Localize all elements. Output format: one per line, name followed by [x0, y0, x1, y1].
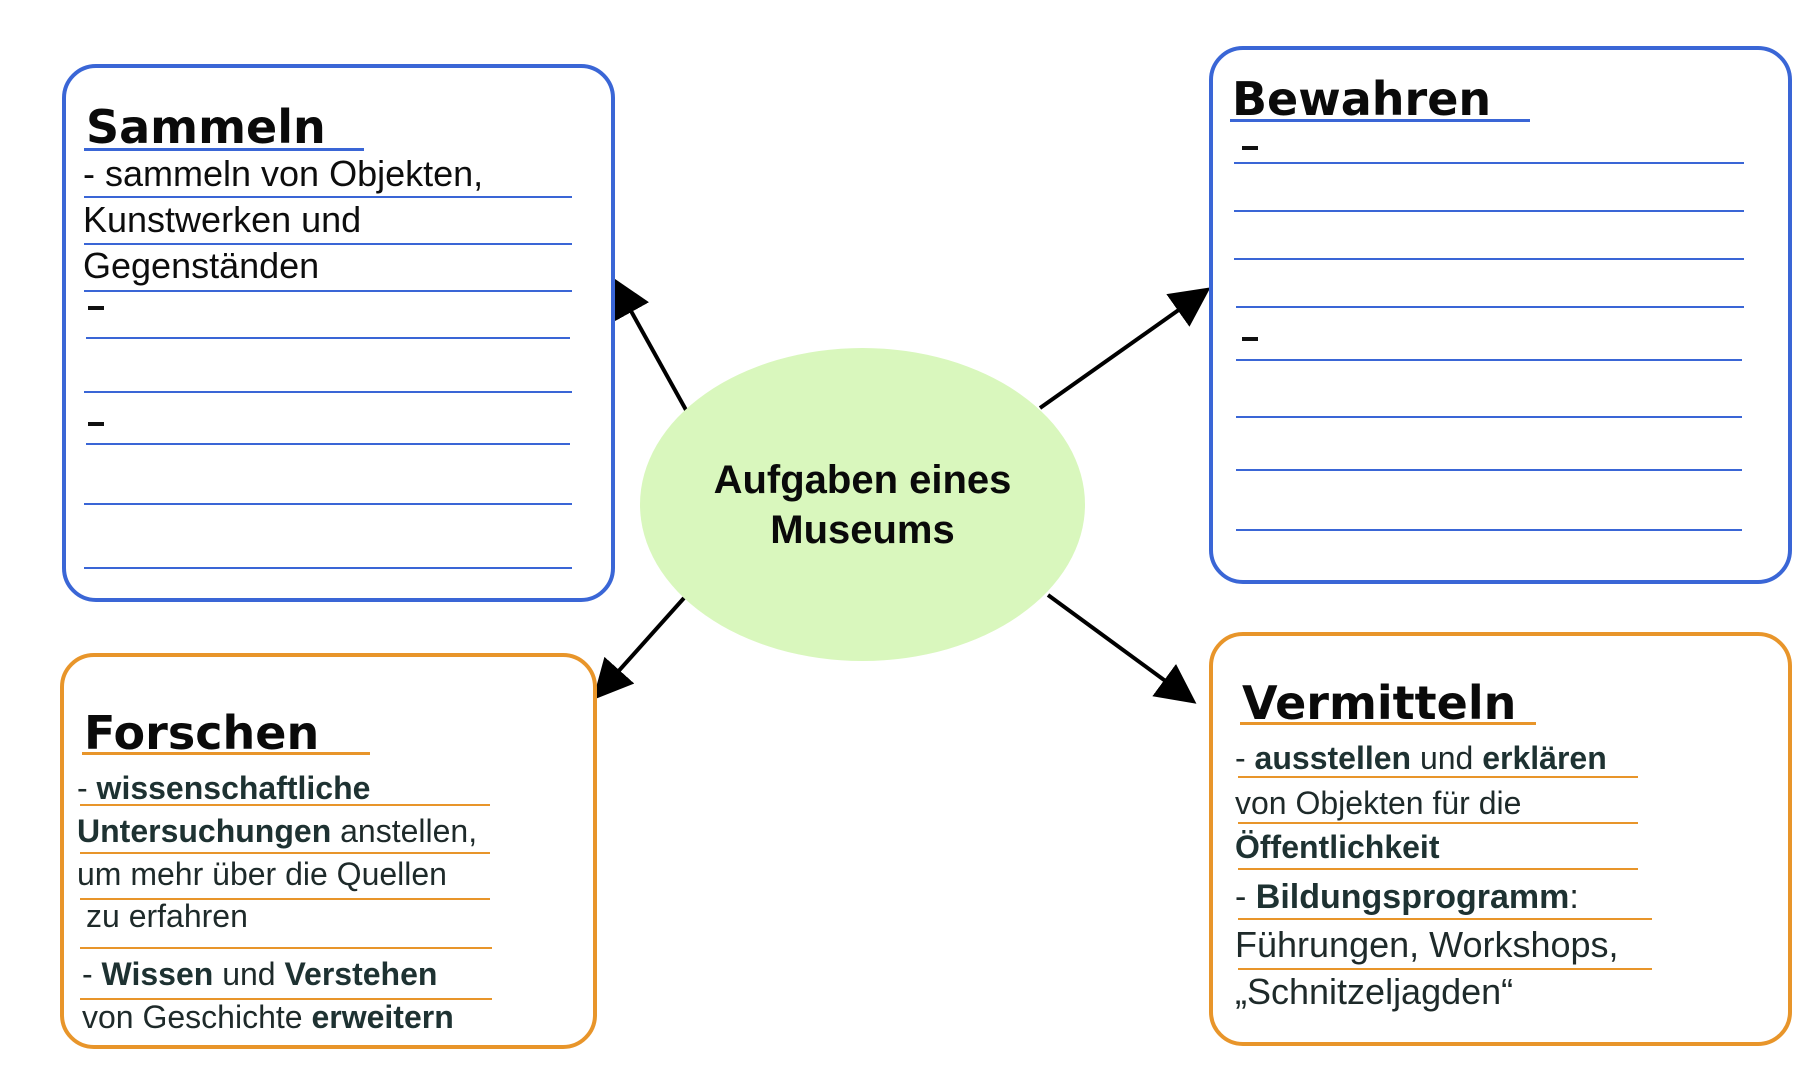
- rule: [80, 852, 490, 854]
- bewahren-title: Bewahren: [1232, 72, 1492, 126]
- forschen-line-1: - wissenschaftliche: [77, 770, 371, 806]
- forschen-title: Forschen: [84, 706, 320, 760]
- rule: [1234, 210, 1744, 212]
- rule: [86, 337, 570, 339]
- sammeln-title-underline: [84, 148, 364, 151]
- vermitteln-line-3: Öffentlichkeit: [1235, 829, 1440, 865]
- center-topic-label: Aufgaben eines Museums: [713, 457, 1012, 552]
- forschen-line-6: von Geschichte erweitern: [82, 999, 454, 1035]
- arrow-to-vermitteln: [1046, 593, 1197, 704]
- center-topic: Aufgaben eines Museums: [640, 348, 1085, 661]
- rule: [84, 567, 572, 569]
- rule: [1236, 306, 1744, 308]
- forschen-title-underline: [82, 752, 370, 755]
- rule: [86, 443, 570, 445]
- rule: [84, 391, 572, 393]
- rule: [1236, 359, 1742, 361]
- bewahren-box: [1209, 46, 1792, 584]
- arrow-to-bewahren: [1038, 287, 1211, 410]
- bewahren-dash-1: [1242, 146, 1258, 150]
- forschen-line-5: - Wissen und Verstehen: [82, 956, 438, 992]
- vermitteln-box: [1209, 632, 1792, 1046]
- sammeln-box: [62, 64, 615, 602]
- vermitteln-line-2: von Objekten für die: [1235, 785, 1522, 821]
- vermitteln-line-5: Führungen, Workshops,: [1235, 924, 1619, 965]
- bewahren-dash-2: [1242, 337, 1258, 341]
- rule: [1238, 822, 1638, 824]
- bewahren-title-underline: [1230, 119, 1530, 122]
- rule: [84, 243, 572, 245]
- arrow-to-sammeln: [612, 277, 688, 411]
- sammeln-line-1: - sammeln von Objekten,: [83, 153, 484, 194]
- rule: [1238, 868, 1638, 870]
- rule: [1234, 258, 1744, 260]
- sammeln-dash-1: [88, 306, 104, 310]
- vermitteln-line-1: - ausstellen und erklären: [1235, 740, 1607, 776]
- rule: [80, 947, 492, 949]
- rule: [80, 898, 490, 900]
- rule: [1238, 968, 1652, 970]
- rule: [80, 804, 490, 806]
- vermitteln-line-4: - Bildungsprogramm:: [1235, 878, 1579, 916]
- sammeln-title: Sammeln: [86, 100, 326, 154]
- vermitteln-line-6: „Schnitzeljagden“: [1235, 971, 1514, 1012]
- forschen-line-2: Untersuchungen anstellen,: [77, 813, 478, 849]
- arrow-to-forschen: [592, 596, 686, 700]
- rule: [80, 998, 492, 1000]
- rule: [84, 196, 572, 198]
- rule: [1238, 776, 1638, 778]
- rule: [1236, 469, 1742, 471]
- vermitteln-title: Vermitteln: [1242, 676, 1517, 730]
- sammeln-line-3: Gegenständen: [83, 245, 320, 286]
- sammeln-line-2: Kunstwerken und: [83, 199, 362, 240]
- rule: [84, 290, 572, 292]
- rule: [1238, 918, 1652, 920]
- rule: [84, 503, 572, 505]
- rule: [1234, 162, 1744, 164]
- forschen-line-3: um mehr über die Quellen: [77, 856, 447, 892]
- vermitteln-title-underline: [1240, 722, 1536, 725]
- forschen-box: [60, 653, 597, 1049]
- rule: [1236, 529, 1742, 531]
- sammeln-dash-2: [88, 422, 104, 426]
- rule: [1236, 416, 1742, 418]
- forschen-line-4: zu erfahren: [86, 898, 248, 934]
